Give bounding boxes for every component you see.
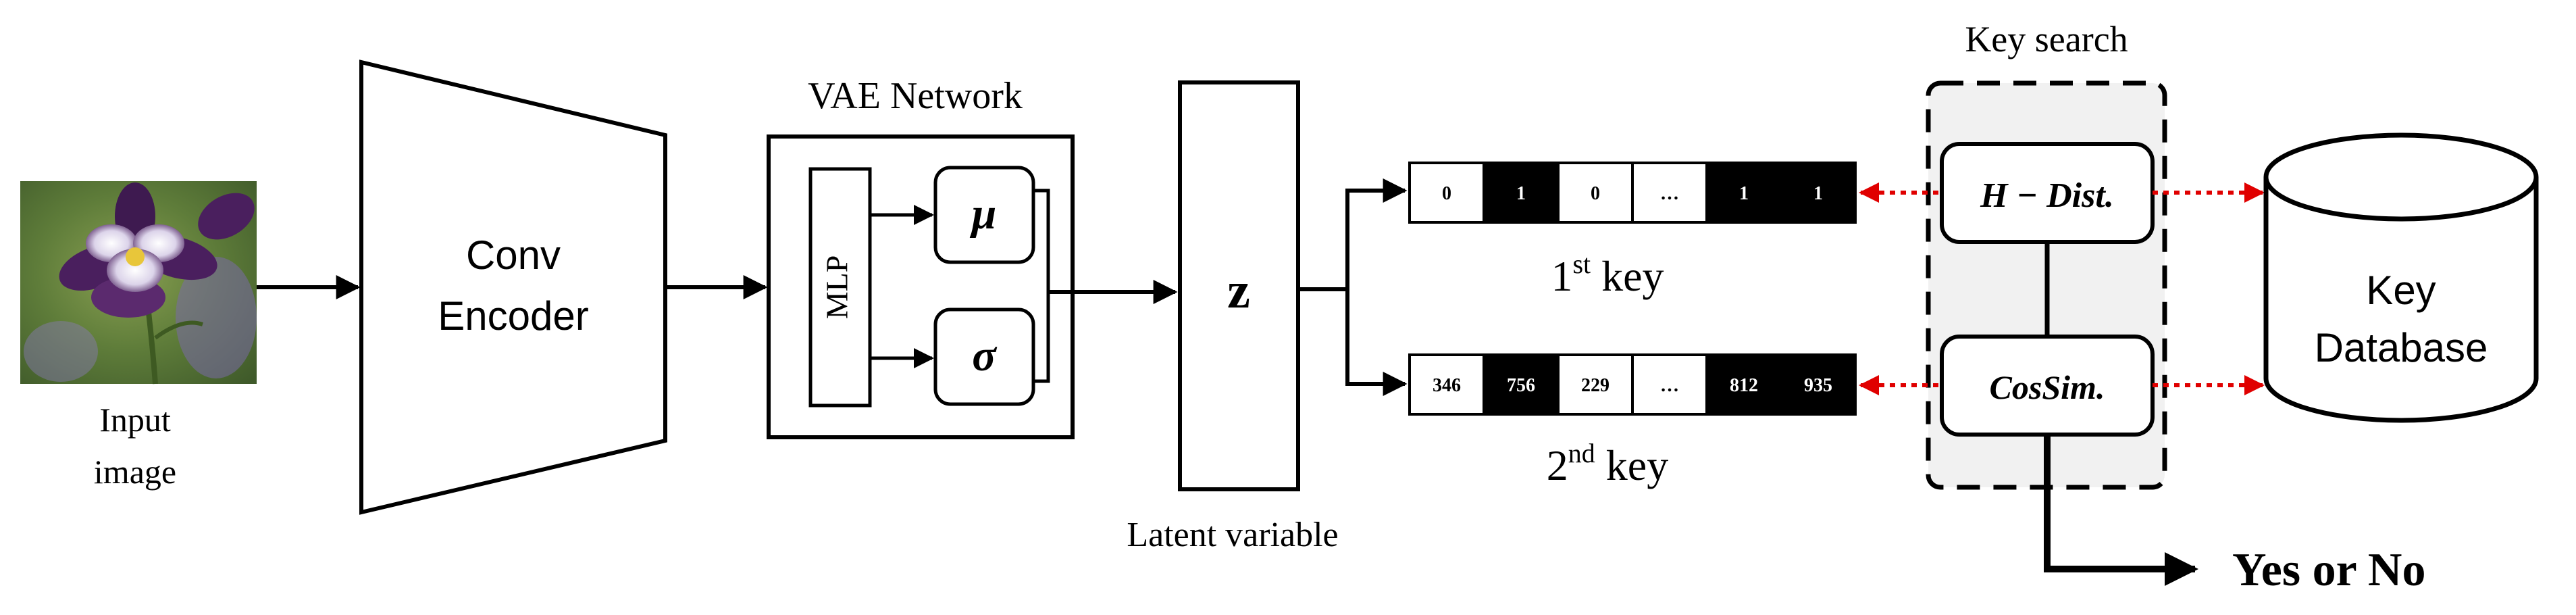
first-key-suffix: st	[1572, 249, 1591, 279]
mu-symbol: μ	[970, 189, 997, 239]
cosine-similarity-label: CosSim.	[1990, 368, 2105, 406]
first-key-cell-value-5: 1	[1813, 183, 1823, 204]
arrow-latent-to-key1	[1298, 178, 1408, 291]
second-key-cell-value-2: 229	[1581, 375, 1609, 396]
first-key-cell-value-3: …	[1660, 183, 1679, 204]
encoder-label-line2: Encoder	[438, 293, 588, 339]
second-key-cell-value-0: 346	[1433, 375, 1461, 396]
mu-merge-line	[1033, 189, 1050, 292]
second-key-vector: 346 756 229 … 812 935	[1408, 353, 1857, 416]
arrow-latent-to-key2	[1345, 289, 1408, 396]
mu-block	[933, 166, 1035, 264]
arrow-to-output	[2044, 435, 2198, 586]
second-key-cell-5	[1780, 353, 1857, 416]
latent-block	[1178, 80, 1300, 491]
key-search-title: Key search	[1965, 19, 2128, 59]
first-key-word: key	[1591, 252, 1664, 300]
mlp-label: MLP	[820, 255, 854, 320]
second-key-number: 2	[1547, 441, 1568, 489]
second-key-cell-2	[1557, 353, 1634, 416]
database-label-line1: Key	[2366, 268, 2436, 313]
first-key-cell-1	[1483, 162, 1560, 224]
sigma-block	[933, 308, 1035, 406]
latent-label: Latent variable	[1127, 516, 1338, 554]
first-key-cell-3	[1631, 162, 1708, 224]
mlp-block	[808, 167, 872, 408]
second-key-cell-value-5: 935	[1804, 375, 1832, 396]
second-key-cell-value-1: 756	[1507, 375, 1535, 396]
sigma-merge-line	[1033, 292, 1050, 383]
key-database-cylinder	[2263, 132, 2539, 423]
first-key-cell-value-2: 0	[1591, 183, 1600, 204]
second-key-label: 2nd key	[1547, 438, 1668, 489]
first-key-cell-value-1: 1	[1516, 183, 1526, 204]
first-key-vector: 0 1 0 … 1 1	[1408, 162, 1857, 224]
second-key-cell-0	[1408, 353, 1485, 416]
first-key-cell-value-0: 0	[1442, 183, 1451, 204]
first-key-label: 1st key	[1551, 249, 1664, 300]
vae-title: VAE Network	[808, 75, 1023, 117]
input-image	[20, 181, 257, 385]
second-key-suffix: nd	[1568, 438, 1595, 468]
first-key-cell-value-4: 1	[1739, 183, 1749, 204]
input-label-line2: image	[94, 453, 176, 491]
second-key-word: key	[1595, 441, 1668, 489]
first-key-number: 1	[1551, 252, 1572, 300]
hamming-distance-label: H − Dist.	[1980, 176, 2114, 215]
second-key-cell-3	[1631, 353, 1708, 416]
conv-encoder-block	[359, 59, 667, 515]
database-label-line2: Database	[2315, 325, 2488, 370]
output-label: Yes or No	[2232, 544, 2425, 596]
sigma-symbol: σ	[972, 331, 998, 380]
first-key-cell-5	[1780, 162, 1857, 224]
second-key-cell-value-3: …	[1660, 375, 1679, 396]
latent-symbol: z	[1227, 262, 1250, 319]
encoder-label-line1: Conv	[466, 232, 561, 278]
input-label-line1: Input	[99, 401, 171, 439]
second-key-cell-value-4: 812	[1730, 375, 1758, 396]
